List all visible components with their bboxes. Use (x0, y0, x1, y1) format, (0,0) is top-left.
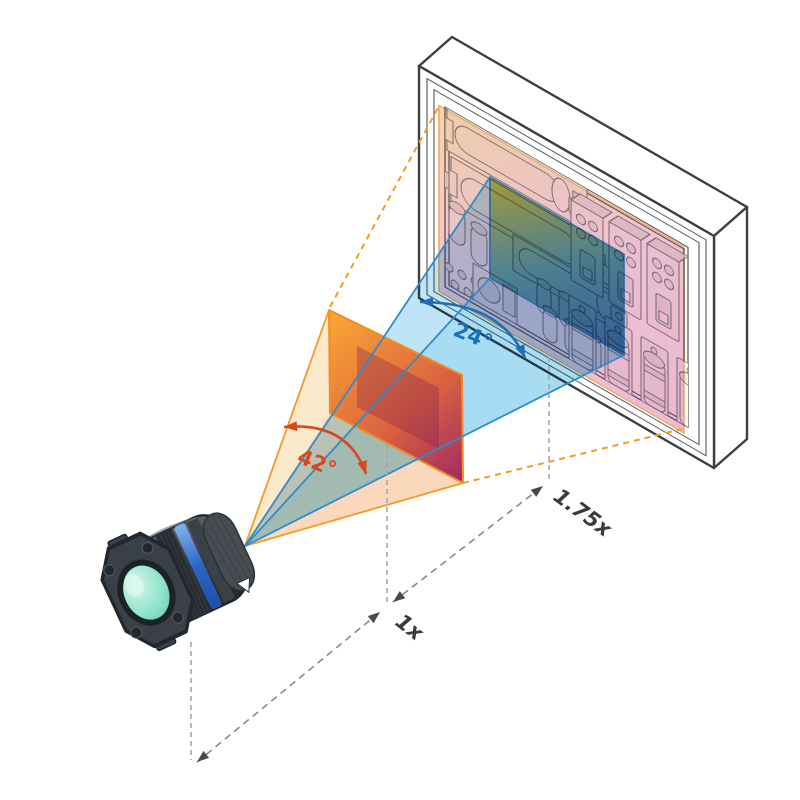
lens-bolt (130, 626, 143, 639)
wide-arc-arrow-start (284, 421, 298, 432)
lens-blue-ring (174, 523, 222, 610)
narrow-arc-arrow-end (515, 344, 525, 358)
narrow-ray-bottom (244, 354, 625, 547)
narrow-ray-top (244, 176, 491, 547)
lens-collar (186, 517, 235, 603)
lens-bolt (103, 563, 116, 577)
camera-lens (100, 512, 256, 652)
lens-rear-notch (235, 576, 251, 594)
near-distance-label: 1x (391, 609, 429, 646)
lens-bolt (141, 541, 154, 554)
far-distance-label: 1.75x (549, 484, 617, 543)
lens-rear-cap (202, 512, 256, 594)
panel-right-band (712, 205, 749, 470)
ground-segment-175x (392, 485, 544, 603)
wide-arc-arrow-end (357, 460, 367, 474)
lens-bolt (171, 611, 184, 624)
wide-ray-bottom (244, 482, 464, 547)
wide-fov-dashed-bottom-edge (462, 428, 683, 484)
narrow-fov-near-footprint (357, 346, 439, 449)
ground-segment-1x (196, 611, 381, 763)
narrow-arc-arrow-start (420, 297, 433, 307)
narrow-ray-mid (244, 277, 491, 547)
lens-front-plate (100, 531, 195, 652)
wide-fov-dashed-edges (329, 105, 683, 484)
wide-fov-dashed-top-edge (329, 105, 440, 308)
